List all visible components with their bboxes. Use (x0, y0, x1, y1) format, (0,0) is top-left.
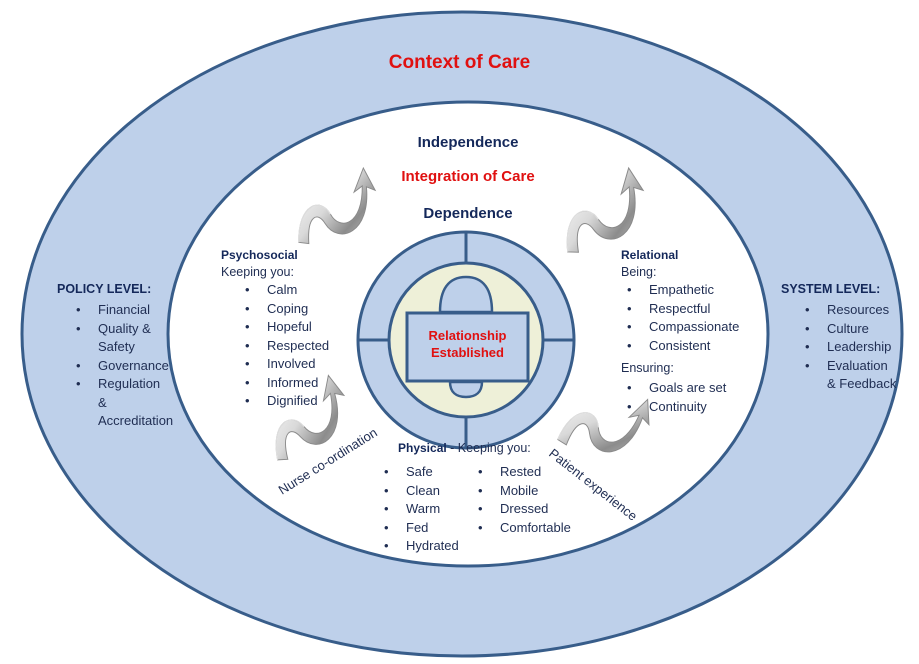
established-line: Established (431, 345, 504, 360)
psychosocial-item: Involved (241, 355, 329, 374)
policy-item: Governance (72, 357, 173, 376)
relational-ensuring-item: Continuity (623, 398, 739, 417)
physical-list-right: Rested Mobile Dressed Comfortable (474, 463, 571, 537)
relational-being-item: Respectful (623, 300, 739, 319)
system-level-panel: SYSTEM LEVEL: Resources Culture Leadersh… (781, 281, 896, 394)
physical-item: Safe (380, 463, 459, 482)
relational-being-item: Compassionate (623, 318, 739, 337)
context-of-care-title: Context of Care (388, 52, 531, 73)
relational-ensuring-label: Ensuring: (621, 361, 674, 375)
policy-item: Financial (72, 301, 173, 320)
independence-label: Independence (417, 134, 519, 151)
relationship-box (405, 311, 530, 383)
system-level-heading: SYSTEM LEVEL: (781, 282, 881, 296)
policy-item-continuation: Safety (98, 339, 135, 354)
system-item-continuation: & Feedback (827, 376, 897, 391)
psychosocial-item: Calm (241, 281, 329, 300)
physical-list-left: Safe Clean Warm Fed Hydrated (380, 463, 459, 556)
policy-level-heading: POLICY LEVEL: (57, 282, 152, 296)
relational-being-item: Empathetic (623, 281, 739, 300)
psychosocial-item: Informed (241, 374, 329, 393)
physical-heading: Physical (398, 441, 447, 455)
bottom-bell-shape (448, 380, 484, 399)
physical-item: Dressed (474, 500, 571, 519)
psychosocial-panel: Psychosocial Keeping you: Calm Coping Ho… (221, 247, 329, 411)
relational-being-item: Consistent (623, 337, 739, 356)
system-item: Evaluation (801, 357, 896, 376)
psychosocial-item: Hopeful (241, 318, 329, 337)
physical-item: Warm (380, 500, 459, 519)
policy-item-continuation: & (98, 394, 107, 410)
physical-panel: Physical - Keeping you: (398, 440, 531, 457)
policy-level-panel: POLICY LEVEL: Financial Quality & Safety… (57, 281, 173, 431)
policy-item-continuation: Accreditation (98, 413, 174, 428)
psychosocial-subheading: Keeping you: (221, 265, 294, 279)
psychosocial-item: Respected (241, 337, 329, 356)
psychosocial-heading: Psychosocial (221, 248, 298, 262)
physical-item: Hydrated (380, 537, 459, 556)
psychosocial-item: Coping (241, 300, 329, 319)
relational-heading: Relational (621, 248, 679, 262)
policy-item: Quality & (72, 320, 173, 339)
top-bell-shape (438, 275, 494, 314)
dependence-label: Dependence (423, 205, 513, 222)
physical-item: Clean (380, 482, 459, 501)
physical-item: Comfortable (474, 519, 571, 538)
physical-item: Mobile (474, 482, 571, 501)
system-item: Leadership (801, 338, 896, 357)
relational-panel: Relational Being: Empathetic Respectful … (621, 247, 739, 416)
system-item: Culture (801, 320, 896, 339)
physical-item: Fed (380, 519, 459, 538)
policy-item: Regulation (72, 375, 173, 394)
relational-being-label: Being: (621, 265, 657, 279)
psychosocial-item: Dignified (241, 392, 329, 411)
integration-of-care-label: Integration of Care (401, 168, 535, 185)
relationship-established-label: Relationship Established (407, 327, 528, 361)
system-item: Resources (801, 301, 896, 320)
relationship-line: Relationship (428, 328, 507, 343)
relational-ensuring-item: Goals are set (623, 379, 739, 398)
physical-item: Rested (474, 463, 571, 482)
physical-subheading: - Keeping you: (446, 441, 531, 455)
